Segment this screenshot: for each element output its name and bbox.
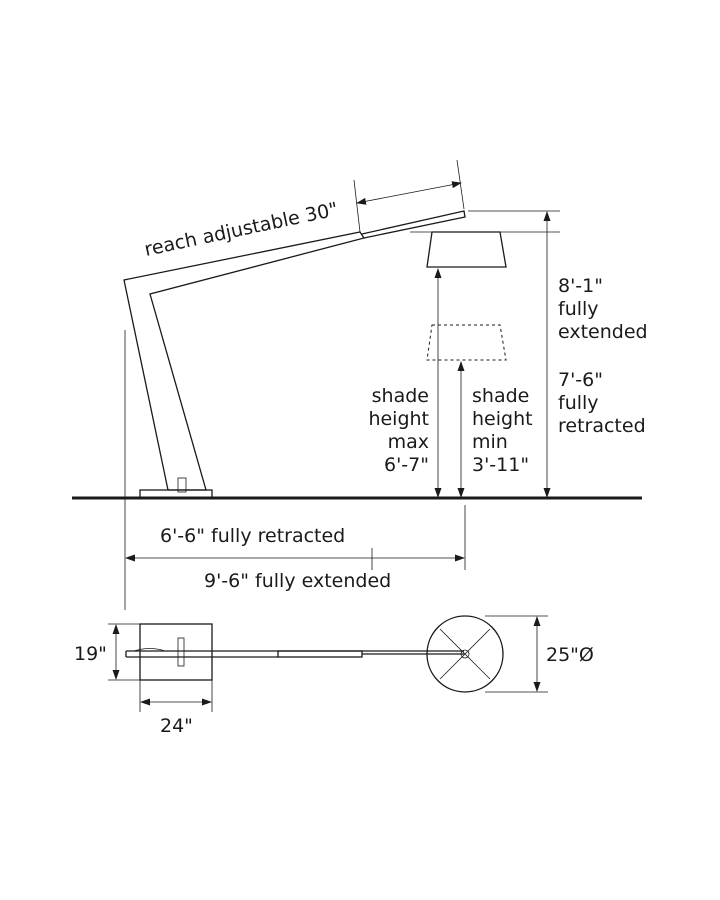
full-ext-word2: extended [558,321,648,343]
shade-max-l4: 6'-7" [384,454,429,476]
reach-dimension-arrow [356,181,462,205]
plan-shade [426,615,504,693]
span-retracted-label: 6'-6" fully retracted [160,525,345,547]
base-depth-label: 19" [74,643,107,665]
full-ret-word2: retracted [558,415,646,437]
full-ext-value: 8'-1" [558,275,603,297]
lamp-arm [123,231,366,491]
shade-max-l2: height [368,408,429,430]
span-extended-label: 9'-6" fully extended [204,570,391,592]
shade-min-l3: min [472,431,508,453]
full-ext-word1: fully [558,298,599,320]
base-width-label: 24" [160,715,193,737]
plan-base [139,623,213,681]
lamp-extension-rod [361,210,466,239]
lamp-shade-high [426,231,507,268]
shade-min-l2: height [472,408,533,430]
full-ret-word1: fully [558,392,599,414]
shade-min-l1: shade [472,385,529,407]
lamp-base-post [177,477,187,493]
shade-max-l3: max [388,431,429,453]
plan-extension [277,650,363,658]
lamp-shade-low [426,324,507,361]
shade-max-l1: shade [372,385,429,407]
full-ret-value: 7'-6" [558,369,603,391]
shade-diameter-label: 25"Ø [546,644,594,666]
lamp-base-foot [139,489,213,499]
shade-min-l4: 3'-11" [472,454,529,476]
plan-base-post [177,637,185,667]
